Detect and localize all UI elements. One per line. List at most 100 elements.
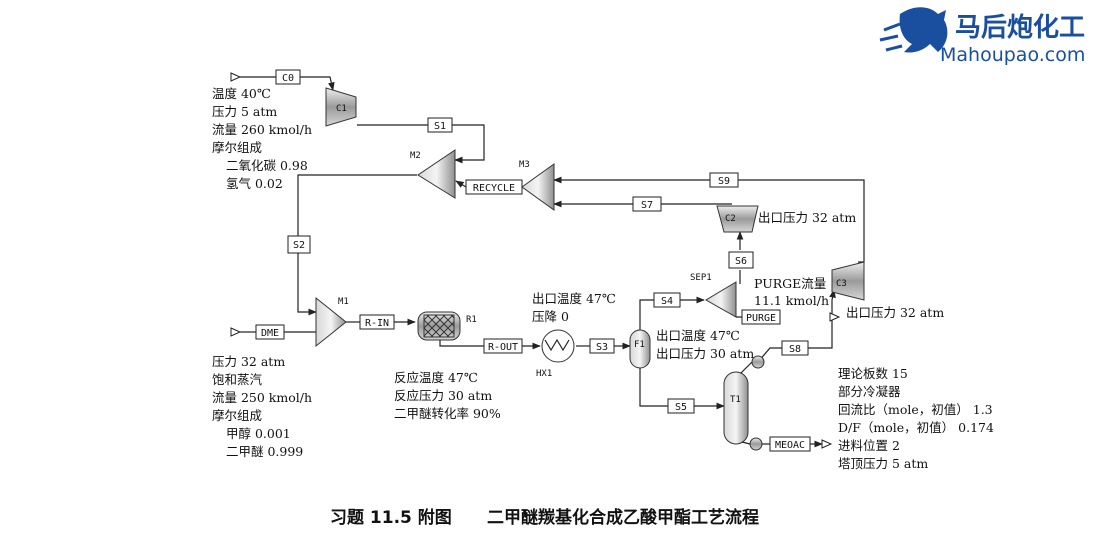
f1-spec: 出口温度 47℃ 出口压力 30 atm: [656, 328, 754, 361]
co2-feed-spec: 温度 40℃ 压力 5 atm 流量 260 kmol/h 摩尔组成 二氧化碳 …: [212, 86, 312, 191]
logo-name-cn: 马后炮化工: [955, 12, 1085, 43]
t1-top-pressure: 塔顶压力 5 atm: [838, 456, 928, 471]
dme-feed-spec: 压力 32 atm 饱和蒸汽 流量 250 kmol/h 摩尔组成 甲醇 0.0…: [212, 354, 312, 459]
caption-title: 习题 11.5 附图: [330, 507, 452, 528]
compressor-c3: C3: [831, 261, 865, 301]
meoac-product-arrow-icon: [821, 439, 833, 449]
caption-subtitle: 二甲醚羰基化合成乙酸甲酯工艺流程: [487, 507, 759, 528]
stream-r-in-label: R-IN: [365, 318, 389, 329]
dme-feed-pressure: 压力 32 atm: [212, 354, 285, 369]
hx1-pressure-drop: 压降 0: [532, 309, 569, 324]
unit-t1-label: T1: [730, 395, 741, 405]
unit-c3-label: C3: [836, 279, 847, 289]
unit-hx1-label: HX1: [536, 369, 552, 379]
unit-m1-label: M1: [338, 297, 349, 307]
stream-s5-label: S5: [675, 402, 687, 413]
stream-r-in: R-IN: [359, 314, 395, 330]
stream-r-out-label: R-OUT: [488, 342, 518, 353]
co2-feed-temp: 温度 40℃: [212, 86, 271, 101]
unit-f1-label: F1: [634, 340, 645, 350]
stream-recycle-label: RECYCLE: [473, 183, 515, 194]
f1-outlet-temp: 出口温度 47℃: [656, 328, 740, 343]
pipes: [240, 76, 865, 448]
t1-reflux-ratio: 回流比（mole，初值） 1.3: [838, 402, 993, 417]
f1-outlet-pressure: 出口压力 30 atm: [656, 346, 754, 361]
unit-m3-label: M3: [519, 160, 530, 170]
stream-s9: S9: [709, 172, 739, 188]
flash-drum-f1: F1: [629, 329, 651, 369]
t1-condenser: 部分冷凝器: [838, 384, 901, 399]
mixer-m3: M3: [519, 160, 555, 211]
mixer-m1: M1: [315, 296, 349, 348]
co2-feed-flow: 流量 260 kmol/h: [212, 122, 312, 137]
stream-s8-label: S8: [789, 344, 801, 355]
sep1-spec: PURGE流量 11.1 kmol/h: [754, 276, 829, 308]
stream-purge-label: PURGE: [746, 313, 776, 324]
mixer-m2: M2: [410, 149, 456, 199]
t1-feed-stage: 进料位置 2: [838, 438, 900, 453]
stream-meoac: MEOAC: [769, 436, 811, 452]
separator-sep1: SEP1: [690, 273, 737, 318]
reactor-temp: 反应温度 47℃: [394, 370, 478, 385]
stream-s9-label: S9: [718, 176, 730, 187]
heat-exchanger-hx1: HX1: [536, 329, 575, 379]
co2-feed-composition-title: 摩尔组成: [212, 140, 262, 155]
stream-s6-label: S6: [735, 256, 747, 267]
stream-s2-label: S2: [293, 240, 305, 251]
t1-spec: 理论板数 15 部分冷凝器 回流比（mole，初值） 1.3 D/F（mole，…: [838, 366, 994, 471]
stream-c0: C0: [275, 69, 301, 85]
stream-s2: S2: [287, 235, 311, 254]
stream-s4: S4: [653, 292, 681, 308]
c2-outlet-pressure: 出口压力 32 atm: [758, 210, 856, 225]
reactor-conversion: 二甲醚转化率 90%: [394, 406, 501, 421]
t1-stages: 理论板数 15: [838, 366, 908, 381]
dme-feed-arrow-icon: [230, 327, 242, 337]
purge-product-arrow-icon: [829, 312, 841, 322]
co2-feed-h2-fraction: 氢气 0.02: [226, 176, 283, 191]
stream-s6: S6: [728, 251, 754, 269]
dme-feed-flow: 流量 250 kmol/h: [212, 390, 312, 405]
stream-c0-label: C0: [282, 73, 294, 84]
condenser-icon: [751, 355, 765, 369]
stream-s8: S8: [781, 340, 809, 356]
dme-feed-state: 饱和蒸汽: [212, 372, 263, 387]
unit-sep1-label: SEP1: [690, 273, 712, 283]
c3-outlet-pressure: 出口压力 32 atm: [846, 305, 944, 320]
compressor-c2: C2: [716, 205, 759, 233]
co2-feed-pressure: 压力 5 atm: [212, 104, 277, 119]
stream-s7: S7: [632, 196, 662, 212]
co2-feed-co2-fraction: 二氧化碳 0.98: [226, 158, 308, 173]
stream-s3: S3: [589, 338, 615, 354]
logo-domain: Mahoupao.com: [940, 44, 1085, 66]
unit-c2-label: C2: [725, 214, 736, 224]
stream-s1-label: S1: [434, 121, 446, 132]
co2-feed-arrow-icon: [230, 72, 242, 82]
stream-r-out: R-OUT: [483, 338, 523, 354]
logo: 马后炮化工 Mahoupao.com: [879, 7, 1085, 66]
reactor-spec: 反应温度 47℃ 反应压力 30 atm 二甲醚转化率 90%: [394, 370, 501, 421]
stream-s4-label: S4: [661, 296, 673, 307]
dme-feed-composition-title: 摩尔组成: [212, 408, 262, 423]
compressor-c1: C1: [325, 87, 357, 127]
horse-logo-icon: [879, 7, 948, 53]
dme-feed-dme-fraction: 二甲醚 0.999: [226, 444, 303, 459]
stream-meoac-label: MEOAC: [775, 440, 805, 451]
t1-df-ratio: D/F（mole，初值） 0.174: [838, 420, 994, 435]
stream-dme: DME: [255, 324, 285, 340]
sep1-purge-flow: 11.1 kmol/h: [754, 293, 829, 308]
figure-caption: 习题 11.5 附图 二甲醚羰基化合成乙酸甲酯工艺流程: [330, 507, 759, 528]
stream-s1: S1: [427, 117, 453, 133]
dme-feed-methanol-fraction: 甲醇 0.001: [226, 426, 291, 441]
reboiler-icon: [749, 437, 763, 451]
hx1-outlet-temp: 出口温度 47℃: [532, 291, 616, 306]
stream-dme-label: DME: [261, 328, 279, 339]
stream-purge: PURGE: [741, 309, 781, 325]
unit-m2-label: M2: [410, 151, 421, 161]
stream-s7-label: S7: [641, 200, 653, 211]
unit-r1-label: R1: [466, 315, 477, 325]
column-t1: T1: [723, 355, 765, 451]
unit-c1-label: C1: [336, 104, 347, 114]
sep1-purge-title: PURGE流量: [754, 276, 826, 291]
hx1-spec: 出口温度 47℃ 压降 0: [532, 291, 616, 324]
